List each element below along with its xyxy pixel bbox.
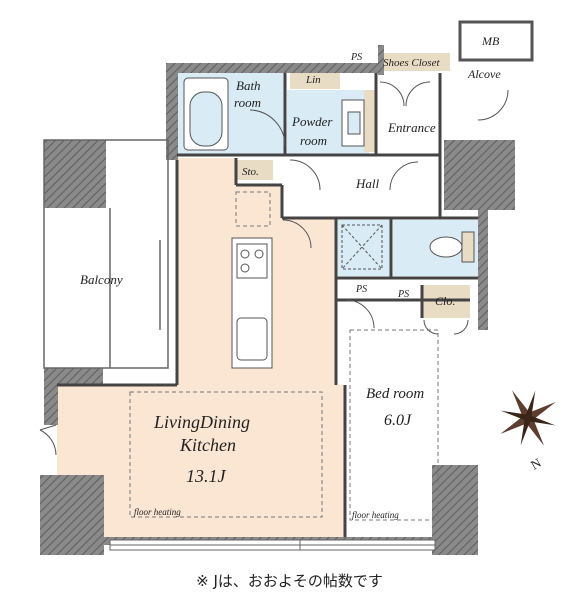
fridge-space <box>235 191 271 227</box>
compass-rose <box>500 390 556 446</box>
toilet-fixture <box>429 231 475 263</box>
linen-label: Lin <box>305 74 321 86</box>
ps-shaft-floor <box>364 90 376 152</box>
washbasin <box>341 99 365 147</box>
ldk-label-2: Kitchen <box>179 435 236 455</box>
ldk-size-label: 13.1J <box>186 466 227 486</box>
kitchen-counter <box>231 237 273 369</box>
bed-floor-heating-label: floor heating <box>352 510 399 520</box>
closet-label: Clo. <box>435 294 455 308</box>
mb-label: MB <box>481 34 500 48</box>
ldk-floor <box>57 158 345 537</box>
ps-small-label: PS <box>397 289 409 300</box>
washer-space <box>341 224 383 270</box>
shoes-closet-floor <box>380 53 450 71</box>
bottom-windows <box>109 539 436 551</box>
bedroom-label: Bed room <box>366 386 424 402</box>
entrance-label: Entrance <box>387 120 436 135</box>
balcony <box>43 139 169 369</box>
hall-label: Hall <box>355 176 380 191</box>
ps-top-label: PS <box>350 52 362 63</box>
bedroom-size-label: 6.0J <box>384 412 412 429</box>
ldk-label-1: LivingDining <box>153 412 250 432</box>
interior-walls <box>57 73 478 537</box>
shoes-closet-label: Shoes Closet <box>383 57 440 69</box>
storage-floor <box>237 160 273 180</box>
balcony-label: Balcony <box>80 272 123 287</box>
hall-floor <box>282 157 440 219</box>
tatami-note: ※ Jは、おおよその帖数です <box>196 572 383 590</box>
laundry-floor <box>337 220 391 276</box>
ldk-floor-heating-label: floor heating <box>134 507 181 517</box>
linen-closet-floor <box>290 73 340 89</box>
compass-north-label: N <box>528 455 544 473</box>
bath-label-1: Bath <box>236 78 261 93</box>
bathtub <box>183 77 229 151</box>
powder-label-2: room <box>300 133 327 148</box>
sto-label: Sto. <box>242 166 259 178</box>
ps-mid-label: PS <box>355 284 367 295</box>
bed-floor-heating-area <box>349 329 439 521</box>
bedroom-floor <box>338 300 478 537</box>
powder-label-1: Powder <box>291 114 333 129</box>
ldk-floor-heating-area <box>129 391 323 518</box>
door-swings <box>39 81 509 456</box>
alcove-label: Alcove <box>467 67 501 81</box>
bath-label-2: room <box>234 95 261 110</box>
